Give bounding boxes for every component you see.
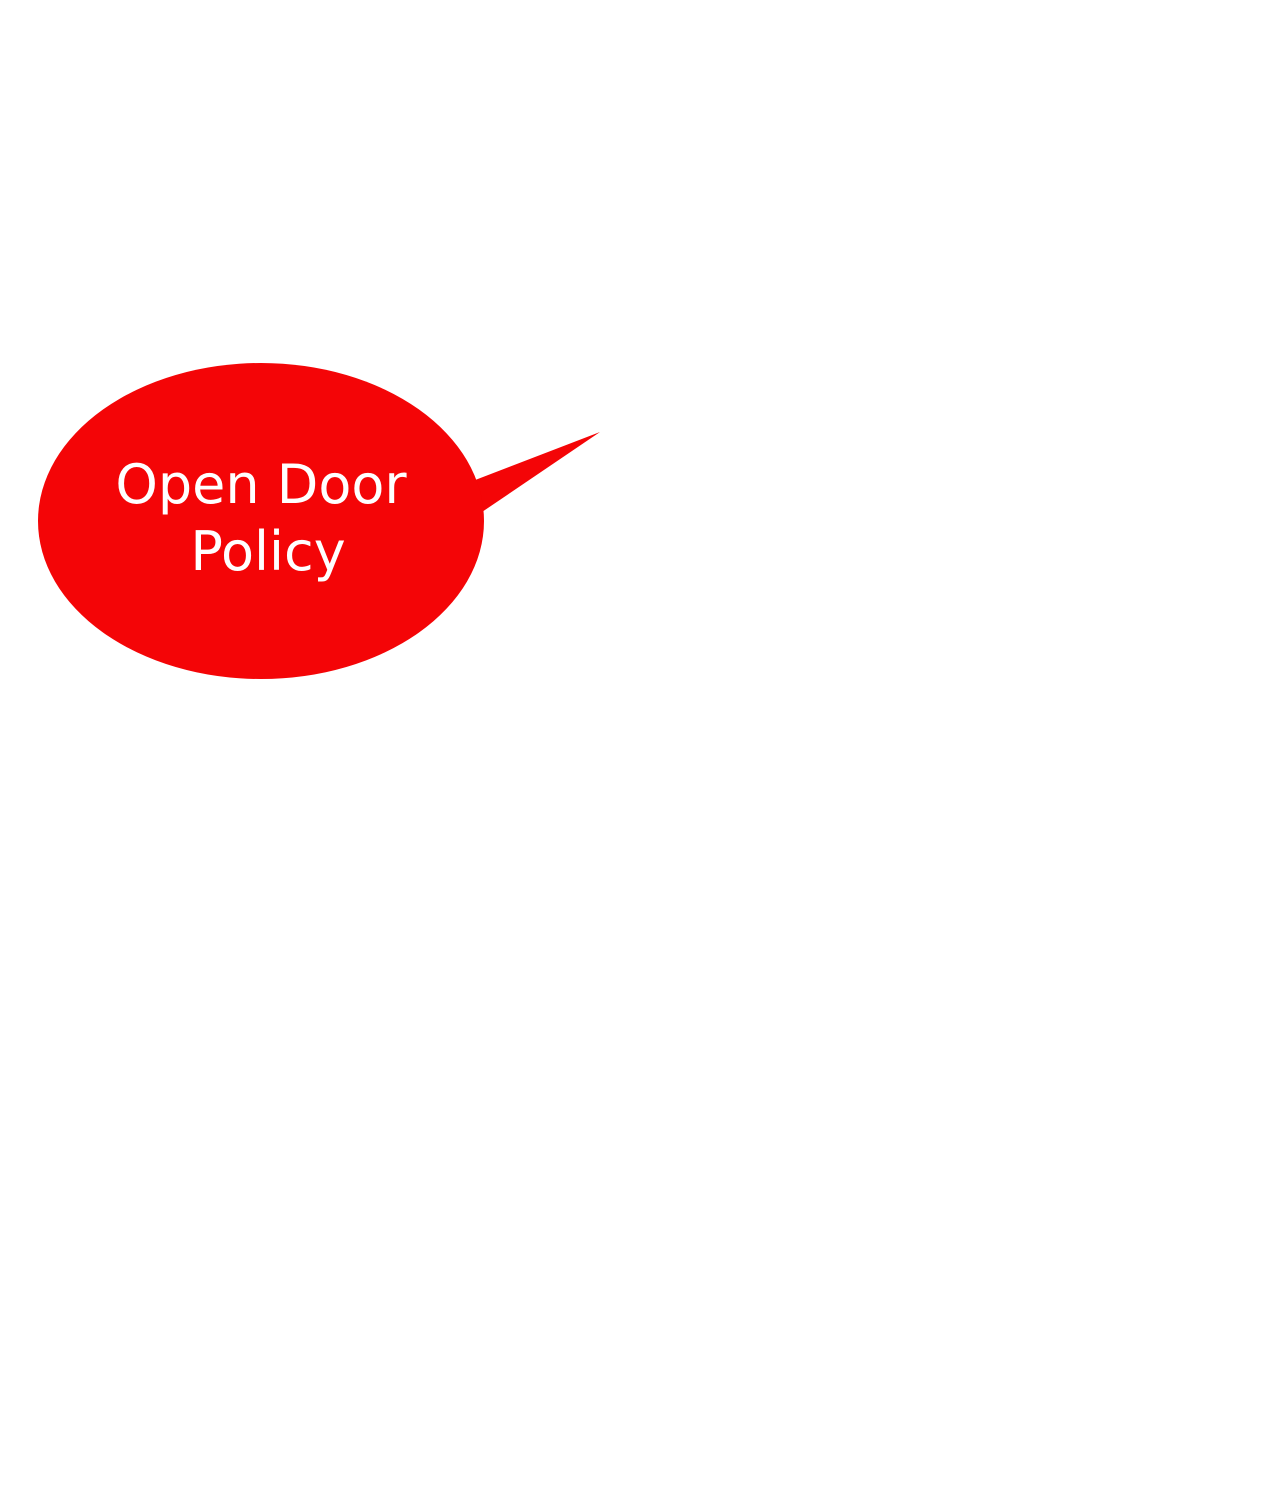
callout-line-1: Open Door	[115, 453, 407, 516]
callout-line-2: Policy	[190, 520, 345, 583]
speech-bubble-body	[38, 363, 484, 679]
speech-bubble-tail	[470, 432, 600, 512]
